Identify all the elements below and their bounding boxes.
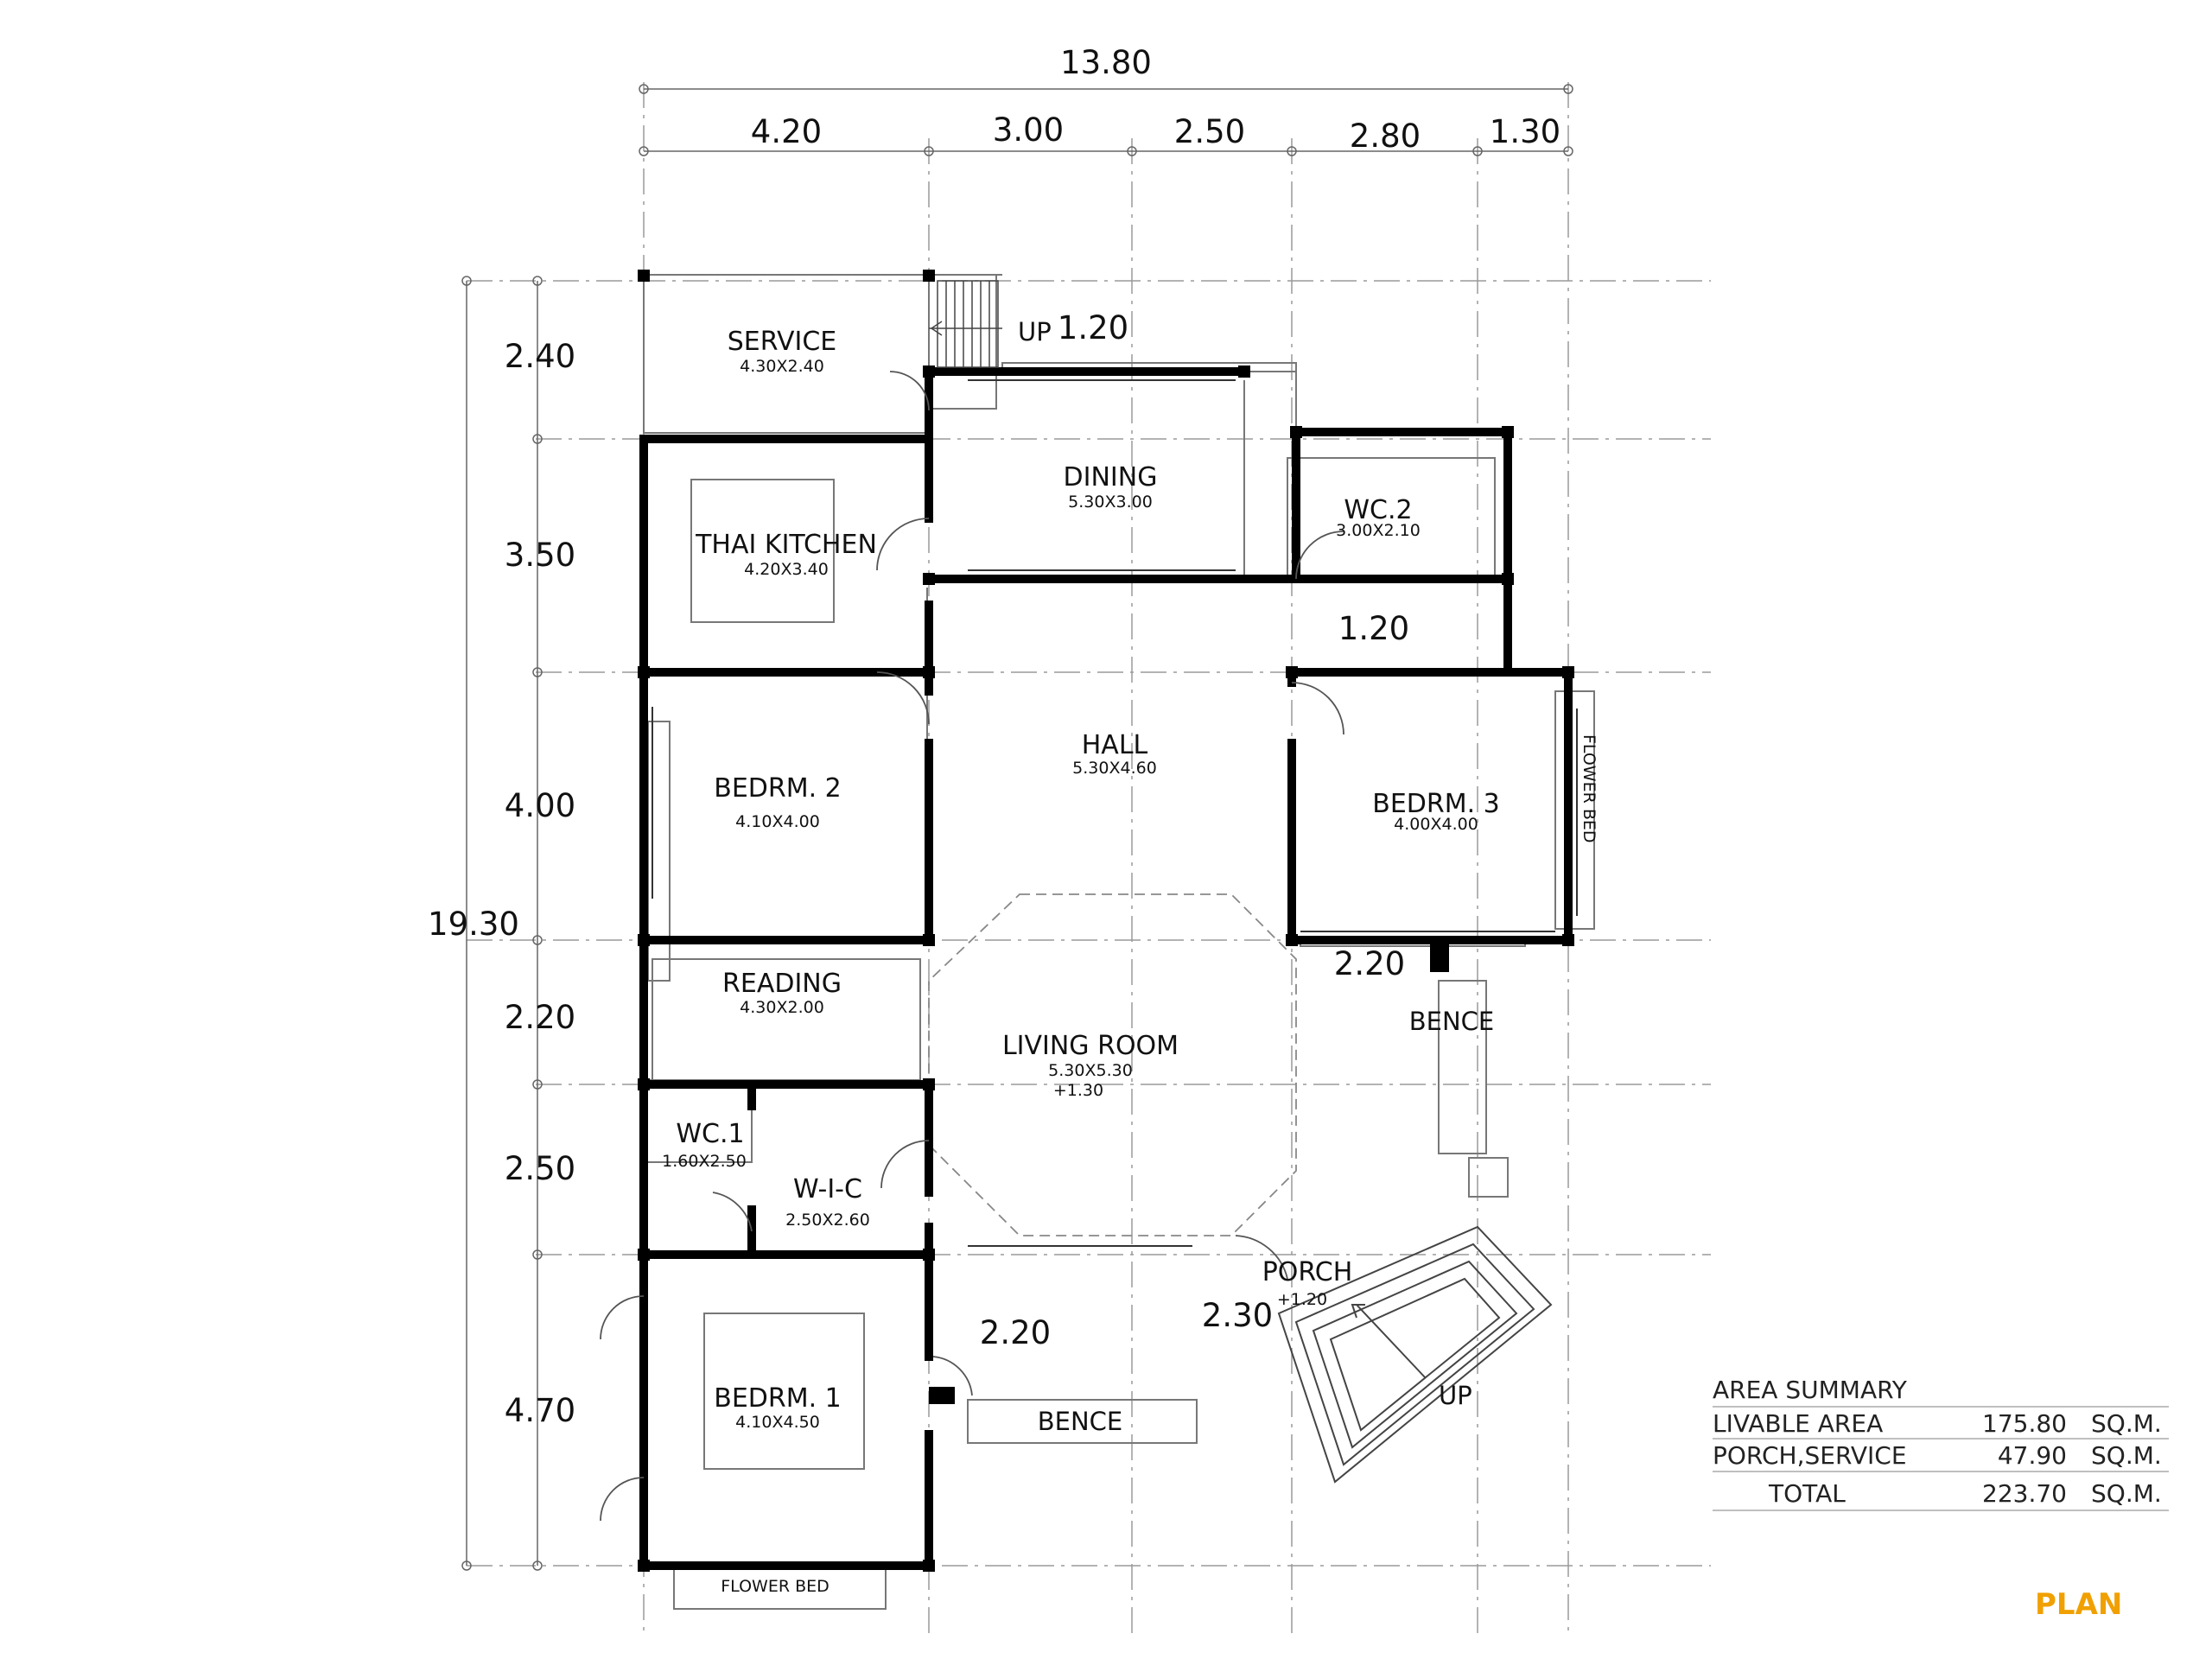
flower-bed-label-east: FLOWER BED — [1580, 734, 1599, 843]
row-dim-1: 2.40 — [505, 338, 575, 375]
room-reading-size: 4.30X2.00 — [740, 998, 824, 1017]
room-bedroom1-size: 4.10X4.50 — [735, 1413, 820, 1432]
misc-labels: UP UP BENCE BENCE FLOWER BED FLOWER BED … — [721, 317, 2122, 1622]
plan-title: PLAN — [2035, 1587, 2122, 1622]
overall-width-dimension: 13.80 — [1060, 44, 1152, 81]
inner-dim-4: 2.20 — [980, 1314, 1051, 1351]
room-dining-name: DINING — [1064, 462, 1158, 493]
inner-dim-1: 1.20 — [1058, 309, 1128, 346]
room-service-name: SERVICE — [728, 327, 836, 357]
col-dim-5: 1.30 — [1490, 113, 1560, 150]
left-dimension-lines — [461, 276, 543, 1571]
area-row-total-value: 223.70 — [1982, 1479, 2067, 1508]
area-row-porch-label: PORCH,SERVICE — [1713, 1441, 1907, 1470]
col-dim-1: 4.20 — [751, 113, 822, 150]
row-dim-4: 2.20 — [505, 999, 575, 1036]
room-bedroom3-name: BEDRM. 3 — [1372, 789, 1500, 819]
area-row-total-label: TOTAL — [1768, 1479, 1846, 1508]
area-summary-title: AREA SUMMARY — [1713, 1376, 1908, 1404]
room-bedroom2-size: 4.10X4.00 — [735, 812, 820, 831]
room-porch-name: PORCH — [1262, 1257, 1353, 1287]
area-row-porch-value: 47.90 — [1998, 1441, 2067, 1470]
room-wc1-name: WC.1 — [676, 1119, 744, 1149]
room-thai-kitchen-name: THAI KITCHEN — [695, 530, 877, 560]
room-service-size: 4.30X2.40 — [740, 357, 824, 376]
windows — [652, 379, 1578, 1247]
up-label-porch: UP — [1439, 1381, 1472, 1410]
room-thai-kitchen-size: 4.20X3.40 — [744, 560, 829, 579]
porch-stairs — [1277, 1225, 1553, 1484]
dimension-texts: 13.80 4.20 3.00 2.50 2.80 1.30 19.30 2.4… — [428, 44, 1560, 1429]
col-dim-2: 3.00 — [993, 111, 1064, 149]
room-labels: SERVICE 4.30X2.40 THAI KITCHEN 4.20X3.40… — [662, 327, 1500, 1432]
room-hall-name: HALL — [1082, 730, 1148, 760]
col-dim-4: 2.80 — [1350, 118, 1421, 155]
room-bedroom1-name: BEDRM. 1 — [714, 1383, 842, 1414]
walls — [639, 367, 1573, 1570]
room-bedroom3-size: 4.00X4.00 — [1394, 815, 1478, 834]
room-dining-size: 5.30X3.00 — [1068, 493, 1153, 512]
room-wc2-name: WC.2 — [1344, 495, 1412, 525]
area-row-porch-unit: SQ.M. — [2091, 1441, 2162, 1470]
flower-bed-label-south: FLOWER BED — [721, 1577, 830, 1596]
service-stairs — [929, 280, 1002, 368]
inner-dim-2: 1.20 — [1338, 610, 1409, 647]
room-wc1-size: 1.60X2.50 — [662, 1152, 747, 1171]
bench-label-east: BENCE — [1409, 1007, 1494, 1036]
room-wic-size: 2.50X2.60 — [785, 1211, 870, 1230]
area-row-livable-value: 175.80 — [1982, 1409, 2067, 1438]
room-living-level: +1.30 — [1053, 1081, 1103, 1100]
overall-depth-dimension: 19.30 — [428, 906, 519, 943]
row-dim-3: 4.00 — [505, 787, 575, 824]
room-living-name: LIVING ROOM — [1002, 1031, 1179, 1061]
row-dim-6: 4.70 — [505, 1392, 575, 1429]
row-dim-5: 2.50 — [505, 1150, 575, 1187]
col-dim-3: 2.50 — [1174, 113, 1245, 150]
room-porch-level: +1.20 — [1277, 1290, 1327, 1309]
columns — [638, 270, 1574, 1572]
row-dim-2: 3.50 — [505, 537, 575, 574]
area-row-livable-unit: SQ.M. — [2091, 1409, 2162, 1438]
bench-label-south: BENCE — [1038, 1407, 1122, 1436]
area-row-total-unit: SQ.M. — [2091, 1479, 2162, 1508]
inner-dim-5: 2.30 — [1202, 1297, 1273, 1334]
inner-dim-3: 2.20 — [1334, 945, 1405, 982]
up-label-service: UP — [1018, 317, 1052, 346]
room-wic-name: W-I-C — [793, 1174, 862, 1205]
door-swings — [600, 371, 1344, 1522]
room-reading-name: READING — [722, 969, 842, 999]
room-bedroom2-name: BEDRM. 2 — [714, 773, 842, 804]
living-room-octagon — [928, 893, 1297, 1236]
area-summary-table: AREA SUMMARY LIVABLE AREA 175.80 SQ.M. P… — [1713, 1376, 2169, 1511]
area-row-livable-label: LIVABLE AREA — [1713, 1409, 1883, 1438]
room-living-size: 5.30X5.30 — [1048, 1061, 1133, 1080]
top-dimension-lines — [639, 84, 1573, 156]
room-hall-size: 5.30X4.60 — [1072, 759, 1157, 778]
room-wc2-size: 3.00X2.10 — [1336, 521, 1421, 540]
